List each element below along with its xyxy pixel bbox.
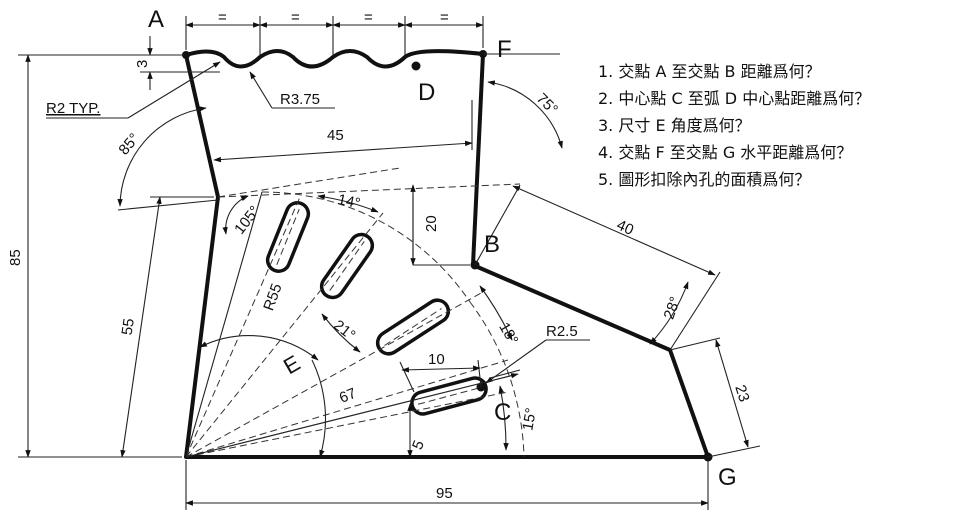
slot-3 — [375, 298, 451, 356]
construction-lines — [185, 167, 525, 458]
part-outline — [184, 49, 710, 459]
top-dimensions: = = = = 3 R2 TYP. R3.75 — [46, 9, 484, 119]
r2-typ-label: R2 TYP. — [46, 100, 100, 117]
dim-23: 23 — [731, 383, 752, 404]
dim-5: 5 — [409, 438, 428, 452]
angle-28-group: 28° — [649, 281, 689, 345]
angle-15: 15° — [519, 407, 540, 432]
label-c: C — [494, 399, 511, 426]
question-5: 5. 圖形扣除內孔的面積爲何？ — [598, 170, 811, 189]
r55-label: R55 — [260, 281, 285, 313]
question-3: 3. 尺寸 E 角度爲何？ — [598, 116, 751, 135]
slot-2 — [319, 232, 375, 300]
r25-label: R2.5 — [546, 323, 578, 340]
eq-label-2: = — [291, 9, 300, 26]
slot-4 — [410, 376, 488, 416]
label-f: F — [497, 36, 512, 63]
dim-20: 20 — [423, 215, 440, 232]
dim-95-group: 95 — [185, 460, 709, 510]
r375-label: R3.75 — [280, 91, 320, 108]
angle-21: 21° — [330, 317, 358, 344]
eq-label-4: = — [440, 9, 449, 26]
angle-18: 18° — [495, 320, 521, 348]
dim-85: 85 — [7, 249, 24, 266]
dim-40: 40 — [614, 217, 636, 239]
label-g: G — [718, 464, 737, 491]
eq-label-3: = — [364, 9, 373, 26]
angle-14-group: 14° — [317, 191, 379, 213]
point-d-dot — [411, 61, 421, 71]
dim-45: 45 — [327, 127, 344, 144]
label-d: D — [418, 79, 435, 106]
angle-105: 105° — [231, 203, 264, 238]
angle-75-group: 75° — [483, 53, 563, 149]
dim-67-group: 67 — [185, 369, 521, 458]
dim-67: 67 — [337, 385, 359, 407]
label-a: A — [148, 6, 164, 33]
eq-label-1: = — [218, 9, 227, 26]
angle-85: 85° — [115, 130, 143, 158]
dim-10: 10 — [428, 351, 445, 368]
question-list: 1. 交點 A 至交點 B 距離爲何？ 2. 中心點 C 至弧 D 中心點距離爲… — [598, 58, 966, 193]
angle-75: 75° — [533, 90, 561, 118]
dim-40-group: 40 — [474, 184, 721, 351]
dim-10-group: 10 — [399, 351, 482, 393]
angle-21-group: 21° — [321, 313, 361, 353]
angle-105-group: 105° — [222, 195, 264, 238]
dim-23-group: 23 — [669, 337, 761, 458]
dim-55: 55 — [119, 317, 138, 336]
label-b: B — [484, 231, 500, 258]
question-4: 4. 交點 F 至交點 G 水平距離爲何？ — [598, 143, 853, 162]
label-e: E — [279, 350, 304, 379]
dim-95: 95 — [436, 485, 453, 502]
slot-1 — [265, 201, 311, 273]
dim-55-group: 55 — [119, 196, 214, 458]
angle-18-group: 18° — [479, 285, 521, 348]
angle-15-group: 15° — [498, 385, 540, 451]
angle-28: 28° — [661, 294, 685, 321]
point-a-dot — [182, 51, 190, 59]
angle-e-group — [199, 335, 327, 458]
question-1: 1. 交點 A 至交點 B 距離爲何？ — [598, 62, 821, 81]
dim-20-group: 20 — [410, 184, 470, 266]
dim-45-group: 45 — [213, 100, 473, 163]
question-2: 2. 中心點 C 至弧 D 中心點距離爲何？ — [598, 89, 871, 108]
angle-14: 14° — [336, 191, 362, 212]
dim-3: 3 — [134, 60, 151, 68]
